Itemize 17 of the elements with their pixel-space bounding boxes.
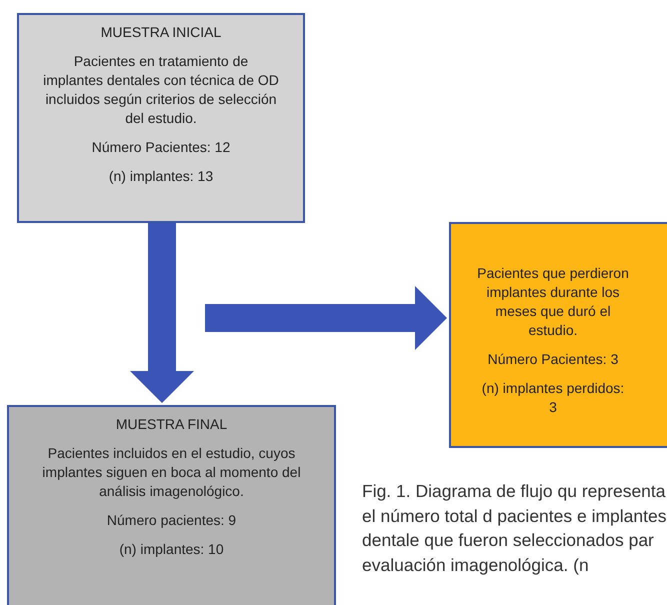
box-text: Pacientes incluidos en el estudio, cuyos implantes siguen en boca al momento del análisis imagenológico. [41, 444, 302, 501]
box-text: Pacientes en tratamiento de implantes dentales con técnica de OD incluidos según criterios de selección del estudio. [43, 52, 279, 128]
muestra-box [7, 405, 336, 605]
box-heading: MUESTRA INICIAL [100, 23, 222, 42]
box-text: Pacientes que perdieron implantes durante los meses que duró el estudio. [477, 264, 629, 340]
box-text: Número Pacientes: 12 [90, 138, 232, 157]
loss-box [449, 222, 667, 448]
box-text: (n) implantes perdidos: 3 [480, 379, 626, 417]
block-arrow [205, 286, 447, 350]
box-text: (n) implantes: 13 [108, 167, 214, 186]
figure-caption: Fig. 1. Diagrama de flujo qu representa el número total d pacientes e implantes dentale que fueron seleccionados par evaluación imagenológica. (n [362, 480, 667, 577]
block-arrow [130, 223, 194, 403]
box-heading: MUESTRA FINAL [114, 415, 228, 434]
box-text: (n) implantes: 10 [118, 540, 225, 559]
box-text: Número Pacientes: 3 [486, 350, 620, 369]
muestra-box [17, 13, 305, 223]
box-text: Número pacientes: 9 [106, 511, 238, 530]
